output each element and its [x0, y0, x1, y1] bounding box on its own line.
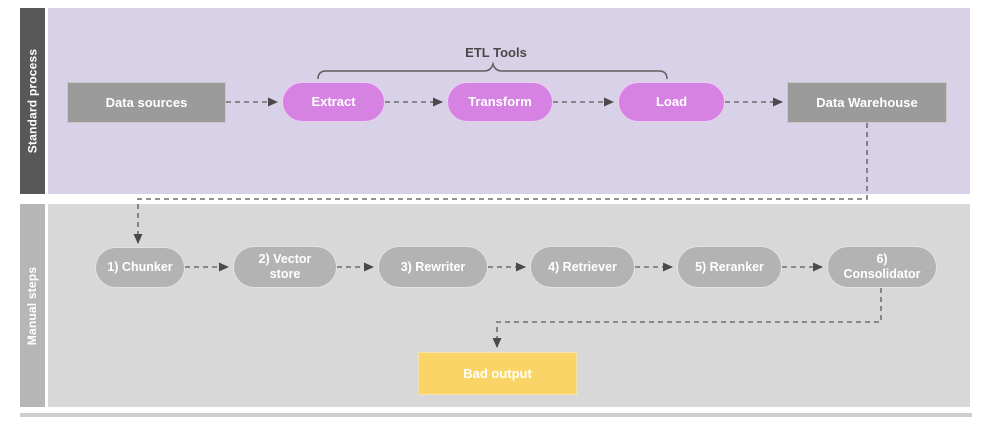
node-load-label: Load — [655, 94, 688, 110]
node-reranker-label: 5) Reranker — [695, 259, 764, 274]
node-bad-output-label: Bad output — [463, 365, 532, 381]
lane-manual-steps-strip: Manual steps — [20, 204, 45, 407]
node-transform-label: Transform — [468, 94, 532, 110]
lane-standard-process-strip: Standard process — [20, 8, 45, 194]
etl-tools-group-label: ETL Tools — [465, 45, 527, 60]
lane-divider-bar — [20, 413, 972, 417]
node-retriever-label: 4) Retriever — [548, 259, 617, 274]
lane-manual-steps-label: Manual steps — [25, 266, 40, 345]
node-vector-store-label: 2) Vector store — [258, 252, 312, 281]
node-bad-output: Bad output — [418, 352, 577, 395]
node-transform: Transform — [447, 82, 553, 122]
node-data-warehouse-label: Data Warehouse — [816, 94, 918, 110]
node-rewriter: 3) Rewriter — [378, 246, 488, 288]
node-rewriter-label: 3) Rewriter — [400, 259, 466, 274]
node-extract: Extract — [282, 82, 385, 122]
node-data-sources-label: Data sources — [105, 94, 188, 110]
node-load: Load — [618, 82, 725, 122]
node-chunker-label: 1) Chunker — [107, 260, 173, 274]
node-vector-store: 2) Vector store — [233, 246, 337, 288]
node-retriever: 4) Retriever — [530, 246, 635, 288]
node-chunker: 1) Chunker — [95, 247, 185, 288]
lane-standard-process-label: Standard process — [25, 48, 40, 154]
node-data-warehouse: Data Warehouse — [787, 82, 947, 123]
node-consolidator-label: 6) Consolidator — [843, 252, 921, 281]
node-data-sources: Data sources — [67, 82, 226, 123]
node-consolidator: 6) Consolidator — [827, 246, 937, 288]
node-reranker: 5) Reranker — [677, 246, 782, 288]
node-extract-label: Extract — [311, 94, 356, 110]
